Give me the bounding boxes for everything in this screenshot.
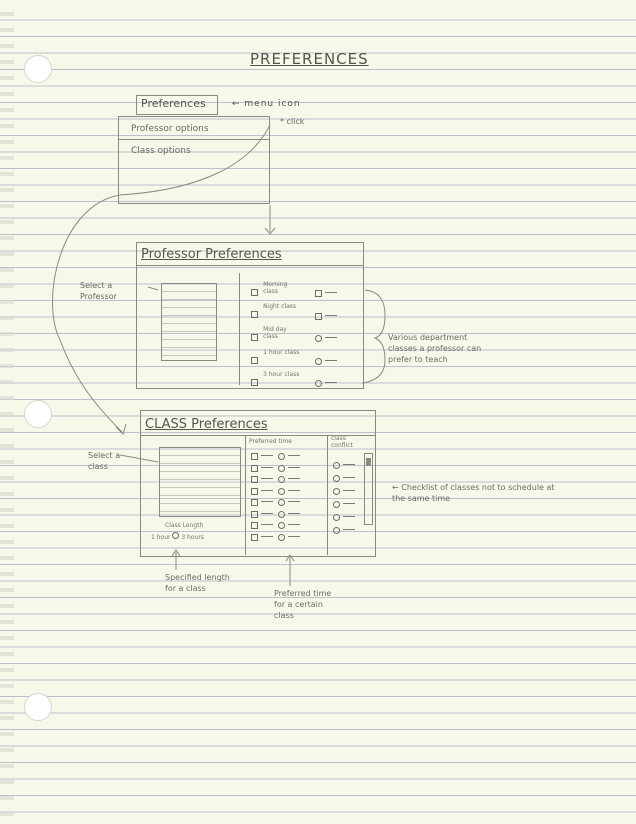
pref-row[interactable]: Mid day class [251, 326, 303, 345]
radio[interactable] [333, 527, 340, 534]
checkbox[interactable] [251, 487, 258, 495]
radio[interactable] [333, 475, 340, 482]
preferred-time-checklist[interactable] [251, 449, 301, 541]
checkbox[interactable] [315, 312, 322, 320]
radio[interactable] [333, 488, 340, 495]
checkbox[interactable] [251, 510, 258, 518]
menu-icon-annotation: ← menu icon [232, 99, 301, 109]
page-title: PREFERENCES [250, 50, 369, 68]
checkbox[interactable] [251, 522, 258, 529]
radio[interactable] [172, 532, 180, 539]
department-classes-note: Various department classes a professor c… [388, 333, 482, 364]
binder-hole [24, 693, 52, 721]
class-conflict-checklist[interactable] [333, 457, 355, 535]
title-divider [137, 265, 363, 266]
scrollbar-thumb[interactable] [366, 458, 371, 466]
professor-preferences-window: Professor Preferences Morning class Nigh… [136, 242, 364, 389]
professor-window-title: Professor Preferences [141, 247, 282, 262]
specified-length-note: Specified length for a class [165, 573, 230, 593]
radio[interactable] [333, 501, 340, 508]
menu-item-professor-options[interactable]: Professor options [131, 124, 209, 134]
class-list[interactable] [159, 447, 241, 517]
class-preferences-window: CLASS Preferences Preferred time class c… [140, 410, 376, 557]
preferences-menu-button[interactable]: Preferences [136, 95, 218, 115]
checkbox[interactable] [251, 334, 258, 341]
checkbox[interactable] [251, 379, 258, 386]
radio[interactable] [333, 514, 340, 521]
radio[interactable] [278, 487, 286, 495]
checkbox[interactable] [251, 289, 258, 296]
radio[interactable] [333, 462, 340, 469]
radio[interactable] [278, 499, 286, 506]
pref-row[interactable]: 3 hour class [251, 371, 303, 390]
title-divider [141, 435, 375, 436]
checkbox[interactable] [251, 311, 258, 318]
preferred-time-header: Preferred time [249, 438, 293, 445]
class-checklist[interactable] [315, 281, 337, 394]
checkbox[interactable] [315, 290, 322, 297]
checkbox[interactable] [251, 476, 258, 483]
checkbox[interactable] [251, 533, 258, 541]
pref-row[interactable]: 1 hour class [251, 349, 303, 368]
binder-hole [24, 55, 52, 83]
pref-row[interactable]: Night class [251, 303, 303, 322]
menu-divider [119, 139, 269, 140]
select-class-note: Select a class [88, 451, 121, 471]
click-note: * click [280, 117, 305, 126]
radio[interactable] [278, 522, 286, 529]
column-divider [245, 435, 246, 555]
radio[interactable] [278, 533, 286, 541]
radio[interactable] [315, 357, 322, 365]
menu-item-class-options[interactable]: Class options [131, 146, 191, 156]
class-length-options[interactable]: 1 hour 3 hours [151, 532, 204, 541]
checkbox[interactable] [251, 499, 258, 506]
professor-list[interactable] [161, 283, 217, 361]
radio[interactable] [315, 380, 322, 387]
checkbox[interactable] [251, 453, 258, 460]
menu-button-label: Preferences [141, 97, 206, 110]
binder-edge [0, 0, 14, 824]
preferred-time-note: Preferred time for a certain class [274, 589, 332, 620]
radio[interactable] [278, 510, 286, 518]
radio[interactable] [278, 453, 286, 460]
pref-row[interactable]: Morning class [251, 281, 303, 300]
conflict-scrollbar[interactable] [364, 453, 373, 525]
class-window-title: CLASS Preferences [145, 417, 268, 432]
column-divider [239, 273, 240, 385]
radio[interactable] [278, 464, 286, 472]
checklist-note: ← Checklist of classes not to schedule a… [392, 483, 555, 503]
binder-hole [24, 400, 52, 428]
class-length-label: Class Length [165, 522, 204, 529]
menu-dropdown: Professor options Class options [118, 116, 270, 204]
radio[interactable] [278, 476, 286, 483]
select-professor-note: Select a Professor [80, 281, 117, 301]
class-conflict-header: class conflict [331, 435, 353, 449]
checkbox[interactable] [251, 357, 258, 364]
column-divider [327, 435, 328, 555]
checkbox[interactable] [251, 464, 258, 472]
radio[interactable] [315, 335, 322, 342]
